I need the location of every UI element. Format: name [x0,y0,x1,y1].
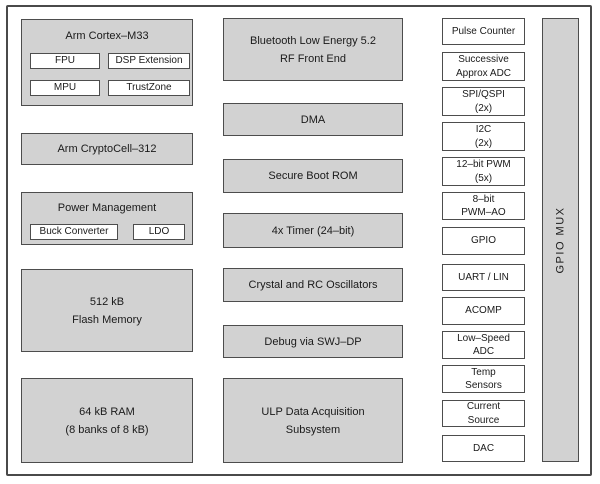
current-source-label: Current [466,401,501,412]
dma-label: DMA [300,113,326,126]
gpio-mux-bar: GPIO MUX [542,18,579,462]
current-source-block: Current Source [442,400,525,427]
ldo-block: LDO [133,224,185,240]
pwm-12bit-block: 12–bit PWM (5x) [442,157,525,186]
pulse-counter-label: Pulse Counter [451,25,516,37]
temp-sensors-block: Temp Sensors [442,365,525,393]
timer-label: 4x Timer (24–bit) [271,224,355,237]
cryptocell-label: Arm CryptoCell–312 [57,143,157,155]
ulp-subsystem-block: ULP Data Acquisition Subsystem [223,378,403,463]
cryptocell-block: Arm CryptoCell–312 [21,133,193,165]
low-speed-adc-block: Low–Speed ADC [442,331,525,359]
i2c-block: I2C (2x) [442,122,525,151]
dma-block: DMA [223,103,403,136]
ram-block: 64 kB RAM (8 banks of 8 kB) [21,378,193,463]
flash-memory-block: 512 kB Flash Memory [21,269,193,352]
sar-adc-label: Successive [458,54,509,65]
uart-lin-block: UART / LIN [442,264,525,291]
flash-size-label: 512 kB [89,295,125,308]
spi-qspi-label2: (2x) [474,102,493,114]
ulp-label-line2: Subsystem [285,423,341,436]
debug-swj-dp-block: Debug via SWJ–DP [223,325,403,358]
power-management-title: Power Management [57,202,157,214]
gpio-block: GPIO [442,227,525,255]
temp-sensors-label: Temp [471,366,496,378]
spi-qspi-label: SPI/QSPI [462,89,505,100]
current-source-label2: Source [467,414,500,426]
pwm-12bit-label2: (5x) [474,172,493,184]
spi-qspi-block: SPI/QSPI (2x) [442,87,525,116]
dsp-extension-block: DSP Extension [108,53,190,69]
acomp-block: ACOMP [442,297,525,325]
trustzone-block: TrustZone [108,80,190,96]
ram-size-label: 64 kB RAM [79,405,135,418]
pwm-12bit-label: 12–bit PWM [456,159,511,170]
gpio-label: GPIO [470,235,496,247]
debug-swj-dp-label: Debug via SWJ–DP [264,335,362,348]
flash-label: Flash Memory [72,313,142,326]
buck-converter-block: Buck Converter [30,224,118,240]
pwm-8bit-label: 8–bit [472,193,495,205]
acomp-label: ACOMP [465,305,502,317]
ulp-label-line1: ULP Data Acquisition [261,405,365,418]
power-management-block: Power Management Buck Converter LDO [21,192,193,245]
oscillators-block: Crystal and RC Oscillators [223,268,403,302]
timer-block: 4x Timer (24–bit) [223,213,403,248]
i2c-label2: (2x) [474,137,493,149]
ble-rf-block: Bluetooth Low Energy 5.2 RF Front End [223,18,403,81]
dac-label: DAC [472,442,495,454]
fpu-block: FPU [30,53,100,69]
low-speed-adc-label: Low–Speed [457,332,510,344]
temp-sensors-label2: Sensors [465,380,502,391]
oscillators-label: Crystal and RC Oscillators [248,279,378,291]
cortex-m33-block: Arm Cortex–M33 FPU DSP Extension MPU Tru… [21,19,193,106]
secure-boot-rom-label: Secure Boot ROM [268,170,358,182]
sar-adc-block: Successive Approx ADC [442,52,525,81]
mpu-block: MPU [30,80,100,96]
low-speed-adc-label2: ADC [472,346,495,357]
ble-label-line1: Bluetooth Low Energy 5.2 [250,34,376,47]
pwm-8bit-block: 8–bit PWM–AO [442,192,525,220]
ble-label-line2: RF Front End [279,52,347,65]
dac-block: DAC [442,435,525,462]
cortex-m33-title: Arm Cortex–M33 [65,30,149,42]
pwm-8bit-label2: PWM–AO [461,207,506,218]
uart-lin-label: UART / LIN [458,271,509,283]
gpio-mux-label: GPIO MUX [554,206,567,274]
secure-boot-rom-block: Secure Boot ROM [223,159,403,193]
pulse-counter-block: Pulse Counter [442,18,525,45]
i2c-label: I2C [475,124,492,135]
sar-adc-label2: Approx ADC [455,67,512,79]
ram-banks-label: (8 banks of 8 kB) [65,423,149,436]
